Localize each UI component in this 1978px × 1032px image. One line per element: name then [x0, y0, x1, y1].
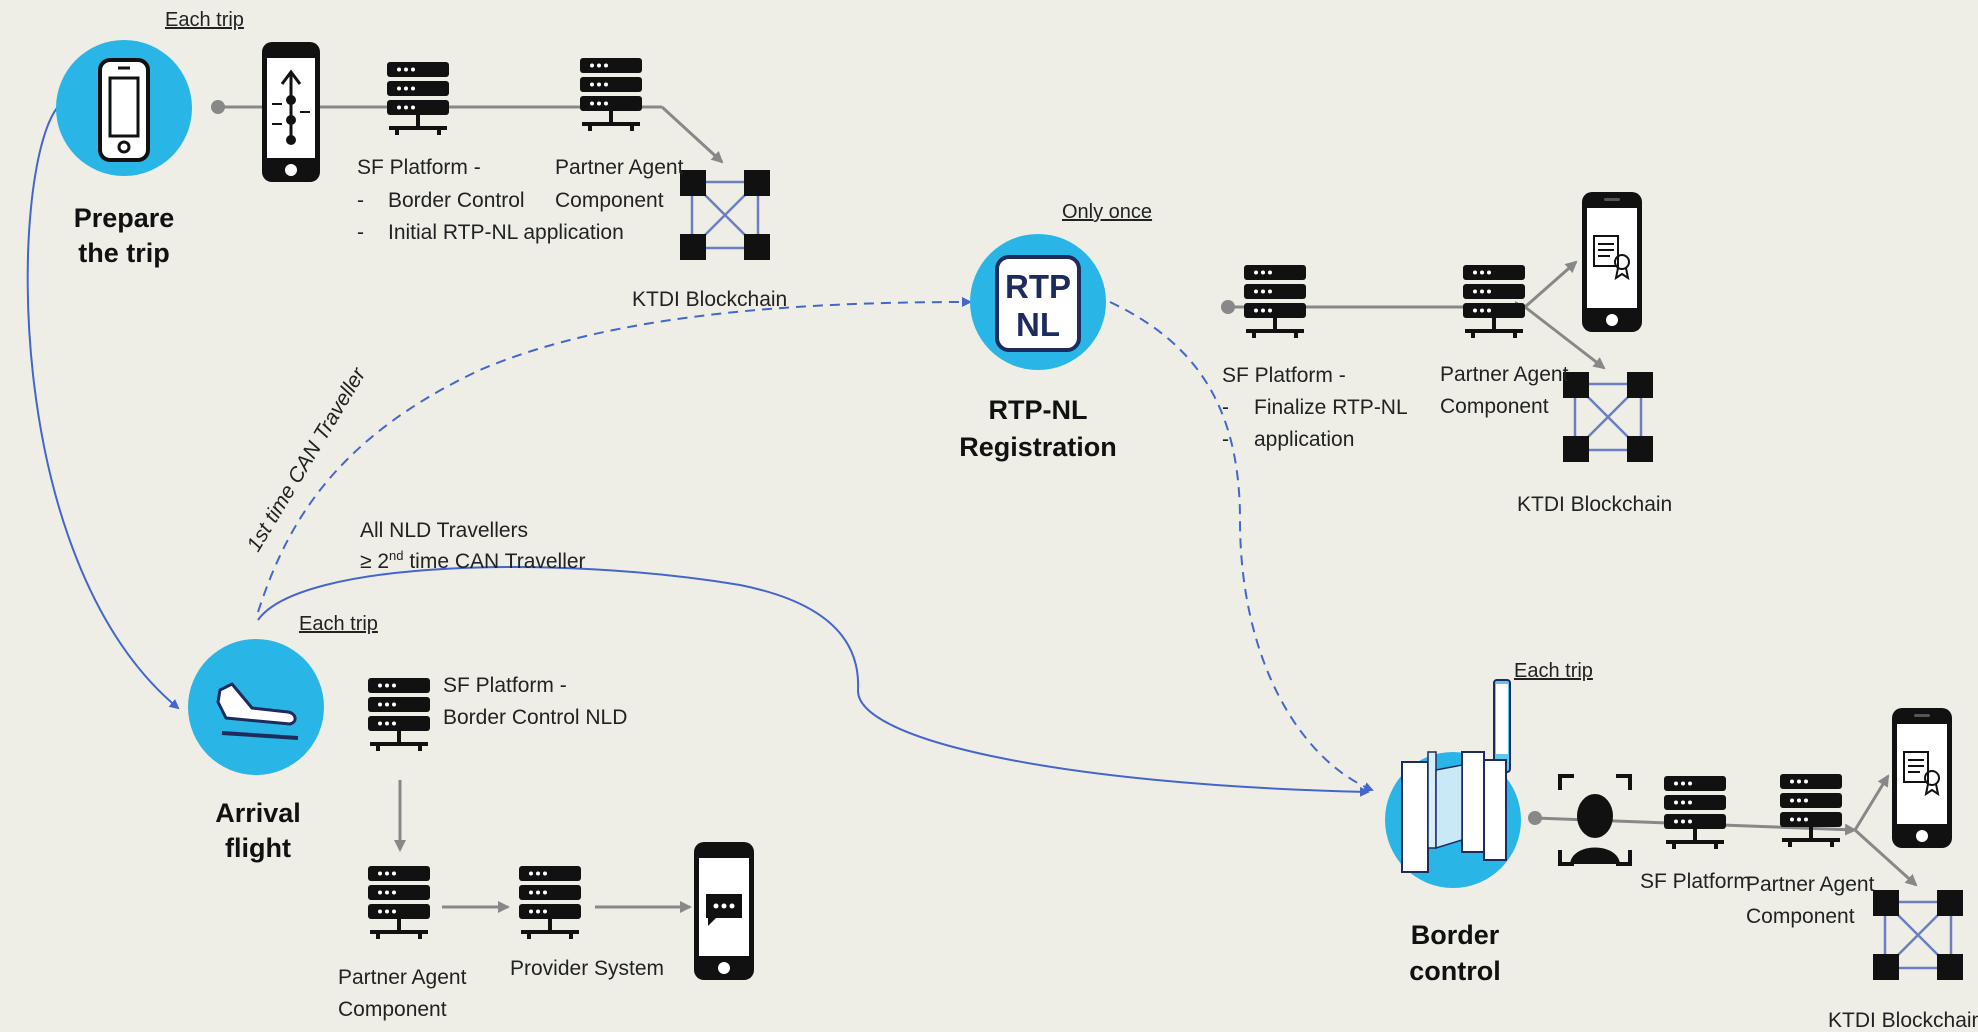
- arrival-tag: Each trip: [299, 613, 378, 635]
- rtp-sf-server-icon: [1244, 265, 1306, 338]
- prepare-partner-1: Partner Agent: [555, 156, 684, 179]
- face-recognition-icon: [1558, 774, 1632, 866]
- prepare-blockchain-label: KTDI Blockchain: [632, 288, 787, 311]
- stage-prepare: Each trip Prepare the trip: [56, 9, 244, 268]
- arrival-provider-label: Provider System: [510, 957, 664, 980]
- border-partner-2: Component: [1746, 905, 1855, 928]
- border-sf-label: SF Platform: [1640, 870, 1751, 893]
- rtp-title-2: Registration: [959, 432, 1117, 462]
- arrival-provider-server-icon: [519, 866, 581, 939]
- arrival-sf-line2: Border Control NLD: [443, 706, 627, 729]
- border-tag: Each trip: [1514, 660, 1593, 682]
- border-phone-cert-icon: [1891, 707, 1953, 849]
- prepare-sf-title: SF Platform -: [357, 156, 481, 179]
- rtp-sf-dash-2: -: [1222, 428, 1229, 451]
- border-blockchain-icon: [1871, 888, 1965, 982]
- smartphone-icon: [98, 58, 150, 162]
- rtp-badge-line-1: RTP: [1005, 268, 1071, 305]
- border-gate-icon: [1401, 679, 1511, 873]
- rtp-blockchain-label: KTDI Blockchain: [1517, 493, 1672, 516]
- rtp-sf-item-2: application: [1254, 428, 1354, 451]
- prepare-sf-server-icon: [387, 62, 449, 135]
- arrival-title-1: Arrival: [215, 798, 301, 828]
- prepare-sf-dash-1: -: [357, 189, 364, 212]
- repeat-traveller-label: ≥ 2nd time CAN Traveller: [360, 548, 586, 573]
- prepare-partner-2: Component: [555, 189, 664, 212]
- rtp-title-1: RTP-NL: [989, 395, 1088, 425]
- prepare-tag: Each trip: [165, 9, 244, 31]
- prepare-title-2: the trip: [78, 238, 170, 268]
- all-nld-label: All NLD Travellers: [360, 519, 528, 542]
- arrival-sf-title: SF Platform -: [443, 674, 567, 697]
- border-title-2: control: [1409, 956, 1501, 986]
- arrival-title-2: flight: [225, 833, 291, 863]
- border-partner-1: Partner Agent: [1746, 873, 1875, 896]
- chat-phone-icon: [694, 842, 754, 980]
- arrival-sf-server-icon: [368, 678, 430, 751]
- arrow-arrival-to-rtp: [257, 297, 972, 613]
- border-blockchain-label: KTDI Blockchain: [1828, 1009, 1978, 1032]
- rtp-partner-1: Partner Agent: [1440, 363, 1569, 386]
- rtp-phone-cert-icon: [1581, 191, 1643, 333]
- arrival-partner-server-icon: [368, 866, 430, 939]
- arrow-arrival-to-border: [257, 566, 1370, 797]
- prepare-sf-dash-2: -: [357, 221, 364, 244]
- rtp-blockchain-icon: [1561, 370, 1655, 464]
- rtp-partner-2: Component: [1440, 395, 1549, 418]
- prepare-sf-item-2: Initial RTP-NL application: [388, 221, 624, 244]
- border-title-1: Border: [1411, 920, 1500, 950]
- stage-border: Each trip Border control: [1385, 660, 1593, 986]
- rtp-sf-dash-1: -: [1222, 396, 1229, 419]
- border-sf-server-icon: [1664, 776, 1726, 849]
- rtp-nl-badge-icon: RTP NL: [995, 255, 1081, 352]
- arrival-partner-1: Partner Agent: [338, 966, 467, 989]
- border-partner-server-icon: [1780, 774, 1842, 847]
- prepare-partner-server-icon: [580, 58, 642, 131]
- stage-arrival: Each trip Arrival flight: [188, 613, 378, 863]
- arrow-rtp-to-border: [1109, 301, 1374, 792]
- rtp-badge-line-2: NL: [1016, 306, 1060, 343]
- rtp-tag: Only once: [1062, 201, 1152, 223]
- arrow-prepare-to-arrival: [26, 107, 180, 710]
- prepare-blockchain-icon: [678, 168, 772, 262]
- prepare-title-1: Prepare: [74, 203, 175, 233]
- rtp-partner-server-icon: [1463, 265, 1525, 338]
- stage-rtp: Only once RTP NL RTP-NL Registration: [959, 201, 1152, 462]
- prepare-phone-icon: [262, 42, 320, 182]
- rtp-sf-item-1: Finalize RTP-NL: [1254, 396, 1408, 419]
- rtp-sf-title: SF Platform -: [1222, 364, 1346, 387]
- airplane-landing-icon: [216, 682, 299, 740]
- prepare-sf-item-1: Border Control: [388, 189, 525, 212]
- arrival-partner-2: Component: [338, 998, 447, 1021]
- first-time-label: 1st time CAN Traveller: [243, 363, 371, 555]
